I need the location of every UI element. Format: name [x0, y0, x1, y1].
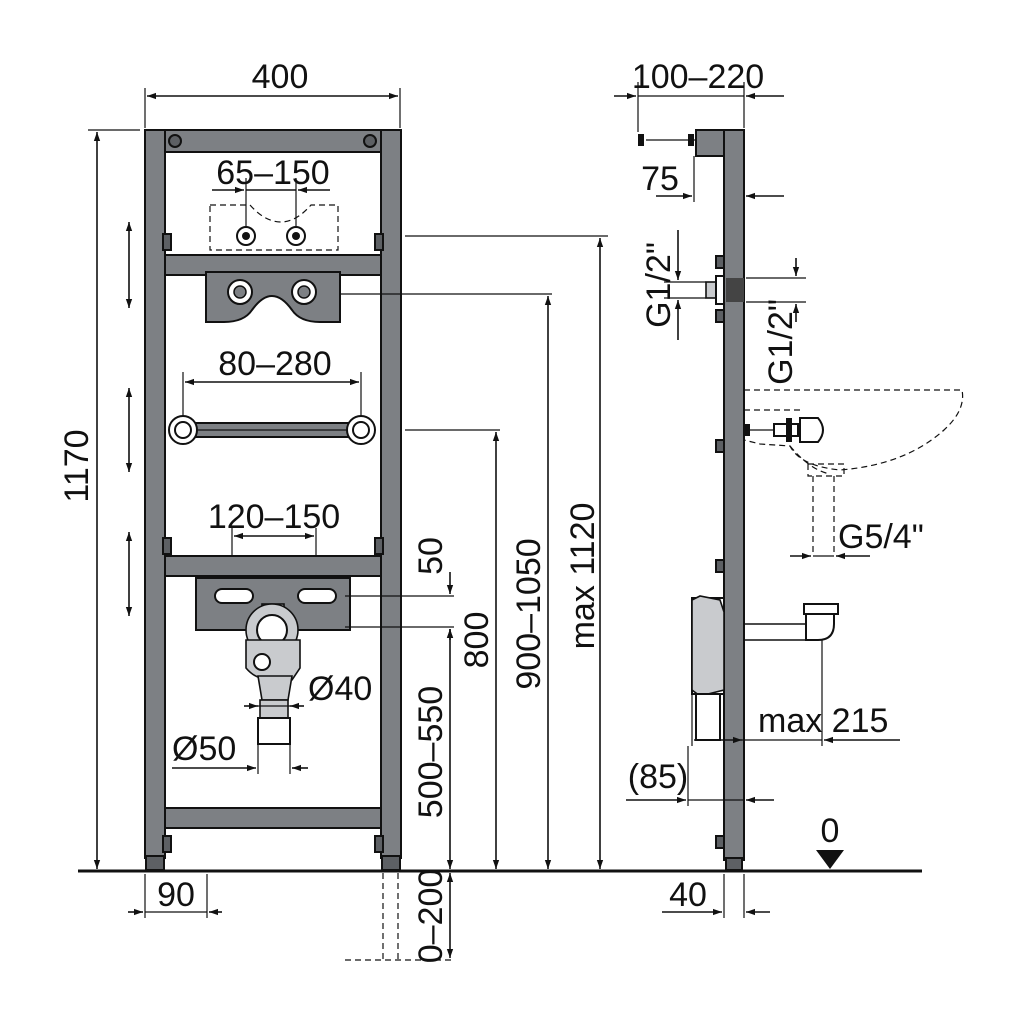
drain-siphon [245, 603, 301, 745]
floor-level-label: 0 [821, 812, 840, 850]
dim-bracket-spacing: 120–150 [208, 498, 340, 536]
dim-bar-spacing: 80–280 [218, 345, 331, 383]
dim-side-foot: 40 [669, 876, 707, 914]
dim-thread-left: G1/2" [640, 242, 678, 328]
basin-tap [744, 417, 824, 443]
dim-pipe-50: Ø50 [172, 730, 236, 768]
dim-siphon-thread: G5/4" [838, 518, 924, 556]
valve-mounting-plate [205, 271, 341, 323]
dim-height-total: 1170 [58, 429, 96, 502]
dim-drain-height: 500–550 [412, 686, 450, 818]
dim-pipe-offset: 75 [641, 160, 679, 198]
wash-basin-dashed [743, 389, 964, 556]
front-frame [144, 129, 402, 871]
dim-wall-depth: 100–220 [632, 58, 764, 96]
side-siphon [691, 595, 839, 741]
dim-tap-height: 800 [458, 612, 496, 669]
dim-pipe-40: Ø40 [308, 670, 372, 708]
dim-foot-extension: 0–200 [412, 869, 450, 964]
side-frame [638, 129, 745, 871]
dim-foot-width: 90 [157, 876, 195, 914]
upper-valve-plate-dashed [209, 204, 339, 251]
adjustable-cross-bar [168, 415, 376, 445]
dim-max-height: max 1120 [564, 503, 602, 650]
dim-upper-height: 900–1050 [510, 538, 548, 689]
dim-frame-width: 400 [252, 58, 309, 96]
dim-trap-depth: (85) [628, 758, 688, 796]
dim-thread-right: G1/2" [762, 299, 800, 385]
dim-valve-spacing: 65–150 [216, 154, 329, 192]
dim-plate-offset: 50 [412, 537, 450, 575]
floor-level-marker: 0 [816, 812, 844, 869]
dim-siphon-reach: max 215 [758, 702, 888, 740]
